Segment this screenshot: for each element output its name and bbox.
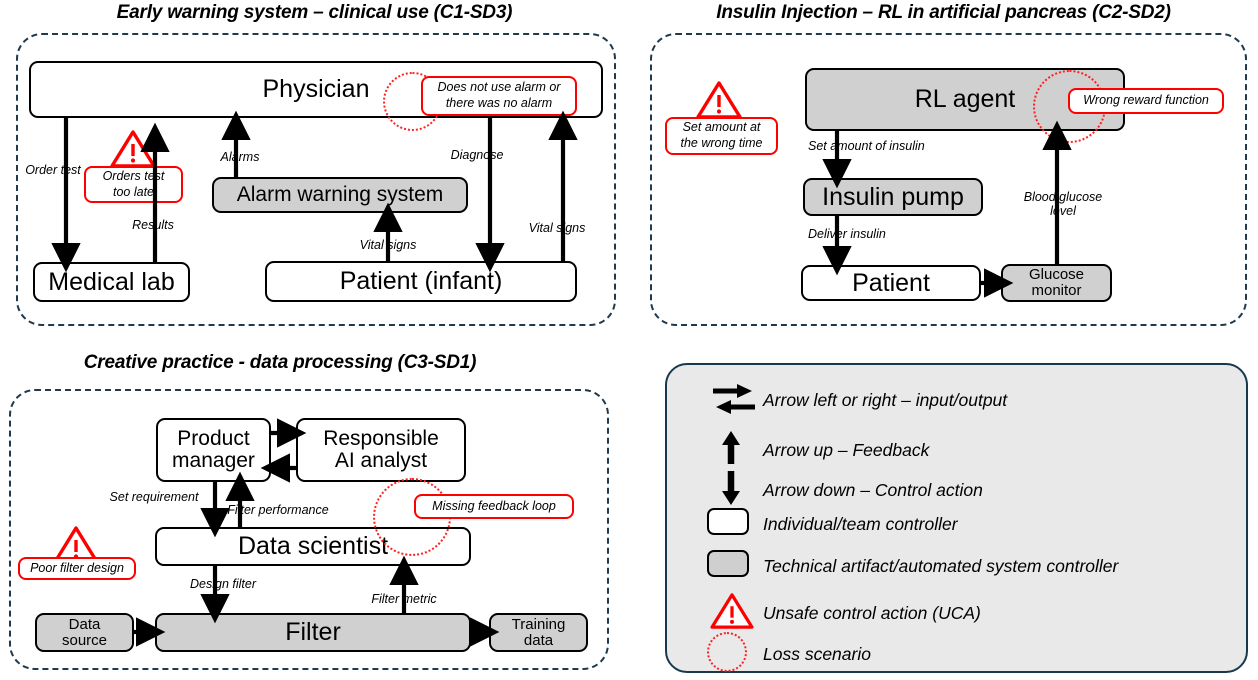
uca-set-amount-wrong-time-callout[interactable]: Set amount at the wrong time xyxy=(665,117,778,155)
node-rl-agent-label: RL agent xyxy=(914,85,1016,114)
node-training-data[interactable]: Training data xyxy=(489,613,588,652)
node-data-scientist-label: Data scientist xyxy=(237,532,389,561)
label-set-amount-of-insulin: Set amount of insulin xyxy=(808,139,925,153)
label-diagnose: Diagnose xyxy=(450,148,504,162)
node-glucose-monitor[interactable]: Glucose monitor xyxy=(1001,264,1112,302)
node-patient-infant-label: Patient (infant) xyxy=(339,267,503,296)
legend-label-arrow-down: Arrow down – Control action xyxy=(763,480,983,500)
label-results: Results xyxy=(132,218,174,232)
panel1-frame xyxy=(16,33,616,326)
label-design-filter: Design filter xyxy=(190,577,256,591)
label-deliver-insulin: Deliver insulin xyxy=(808,227,886,241)
node-product-manager[interactable]: Product manager xyxy=(156,418,271,482)
panel2-title: Insulin Injection – RL in artificial pan… xyxy=(716,2,1171,23)
panel1-title: Early warning system – clinical use (C1-… xyxy=(116,2,513,23)
label-order-test: Order test xyxy=(25,163,81,177)
arrow-down-icon xyxy=(707,468,763,513)
node-medical-lab-label: Medical lab xyxy=(48,267,175,296)
legend-label-uca: Unsafe control action (UCA) xyxy=(763,603,981,623)
uca-poor-filter-design-callout[interactable]: Poor filter design xyxy=(18,557,136,580)
label-vital-signs-physician: Vital signs xyxy=(528,221,586,235)
legend-item-uca: Unsafe control action (UCA) xyxy=(707,592,981,635)
label-alarms: Alarms xyxy=(220,150,260,164)
node-alarm-warning-system[interactable]: Alarm warning system xyxy=(212,177,468,213)
panel2-frame xyxy=(650,33,1247,326)
legend-label-white-box: Individual/team controller xyxy=(763,513,958,534)
node-insulin-pump[interactable]: Insulin pump xyxy=(803,178,983,216)
label-vital-signs-alarm: Vital signs xyxy=(359,238,417,252)
node-data-source[interactable]: Data source xyxy=(35,613,134,652)
panel3-title: Creative practice - data processing (C3-… xyxy=(83,352,477,373)
node-filter-label: Filter xyxy=(285,618,341,647)
legend-label-loss-scenario: Loss scenario xyxy=(763,644,871,664)
legend-frame xyxy=(665,363,1248,673)
legend-label-gray-box: Technical artifact/automated system cont… xyxy=(763,555,1119,576)
node-alarm-warning-system-label: Alarm warning system xyxy=(236,182,444,206)
node-insulin-pump-label: Insulin pump xyxy=(822,182,964,211)
legend-label-arrow-left-right: Arrow left or right – input/output xyxy=(763,390,1008,410)
loss-scenario-circle-icon xyxy=(707,632,763,677)
node-patient-infant[interactable]: Patient (infant) xyxy=(265,261,577,302)
node-patient[interactable]: Patient xyxy=(801,265,981,301)
arrow-up-icon xyxy=(707,428,763,473)
label-filter-metric: Filter metric xyxy=(371,592,437,606)
legend-item-white-box: Individual/team controller xyxy=(707,508,958,540)
label-set-requirement: Set requirement xyxy=(109,490,199,504)
node-responsible-ai-analyst[interactable]: Responsible AI analyst xyxy=(296,418,466,482)
loss-scenario-feedback-callout[interactable]: Missing feedback loop xyxy=(414,494,574,519)
legend-item-gray-box: Technical artifact/automated system cont… xyxy=(707,550,1118,582)
legend-label-arrow-up: Arrow up – Feedback xyxy=(763,440,930,460)
node-medical-lab[interactable]: Medical lab xyxy=(33,262,190,302)
gray-box-icon xyxy=(707,550,763,582)
node-physician-label: Physician xyxy=(262,75,370,104)
warning-triangle-icon xyxy=(707,592,763,635)
legend-item-arrow-up: Arrow up – Feedback xyxy=(707,428,929,473)
label-blood-glucose-level: Blood glucose level xyxy=(1023,190,1103,219)
node-filter[interactable]: Filter xyxy=(155,613,471,652)
loss-scenario-alarm-callout[interactable]: Does not use alarm or there was no alarm xyxy=(421,76,577,116)
legend-item-arrow-left-right: Arrow left or right – input/output xyxy=(707,378,1007,423)
legend-item-arrow-down: Arrow down – Control action xyxy=(707,468,983,513)
arrow-left-right-icon xyxy=(707,378,763,423)
loss-scenario-reward-callout[interactable]: Wrong reward function xyxy=(1068,88,1224,114)
white-box-icon xyxy=(707,508,763,540)
legend-item-loss-scenario: Loss scenario xyxy=(707,632,871,677)
label-filter-performance: Filter performance xyxy=(227,503,329,517)
panel3-frame xyxy=(9,389,609,670)
uca-orders-test-too-late-callout[interactable]: Orders test too late xyxy=(84,166,183,203)
node-patient-label: Patient xyxy=(852,268,930,297)
